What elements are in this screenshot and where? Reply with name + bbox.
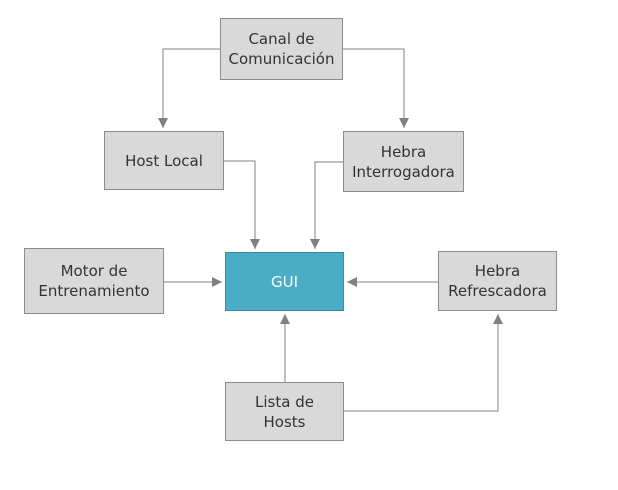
node-label: Lista de Hosts	[255, 392, 314, 431]
edge-lista-to-hebra-refrescadora	[344, 314, 503, 412]
node-hebra-refrescadora: Hebra Refrescadora	[438, 251, 557, 311]
node-host-local: Host Local	[104, 131, 224, 190]
edge-canal-to-hebra-interrogadora	[343, 48, 409, 128]
node-label: Hebra Refrescadora	[448, 262, 547, 300]
node-label: Host Local	[125, 151, 203, 170]
node-motor-de-entrenamiento: Motor de Entrenamiento	[24, 248, 164, 314]
node-label: GUI	[270, 272, 299, 291]
edge-hebra-interrogadora-to-gui	[310, 161, 343, 249]
node-label: Hebra Interrogadora	[352, 142, 455, 181]
edge-host-local-to-gui	[224, 160, 260, 249]
node-hebra-interrogadora: Hebra Interrogadora	[343, 131, 464, 192]
node-canal-de-comunicacion: Canal de Comunicación	[220, 18, 343, 80]
node-label: Canal de Comunicación	[228, 30, 335, 68]
node-label: Motor de Entrenamiento	[38, 262, 150, 300]
node-gui: GUI	[225, 252, 344, 311]
node-lista-de-hosts: Lista de Hosts	[225, 382, 344, 441]
edge-canal-to-host-local	[158, 48, 220, 128]
